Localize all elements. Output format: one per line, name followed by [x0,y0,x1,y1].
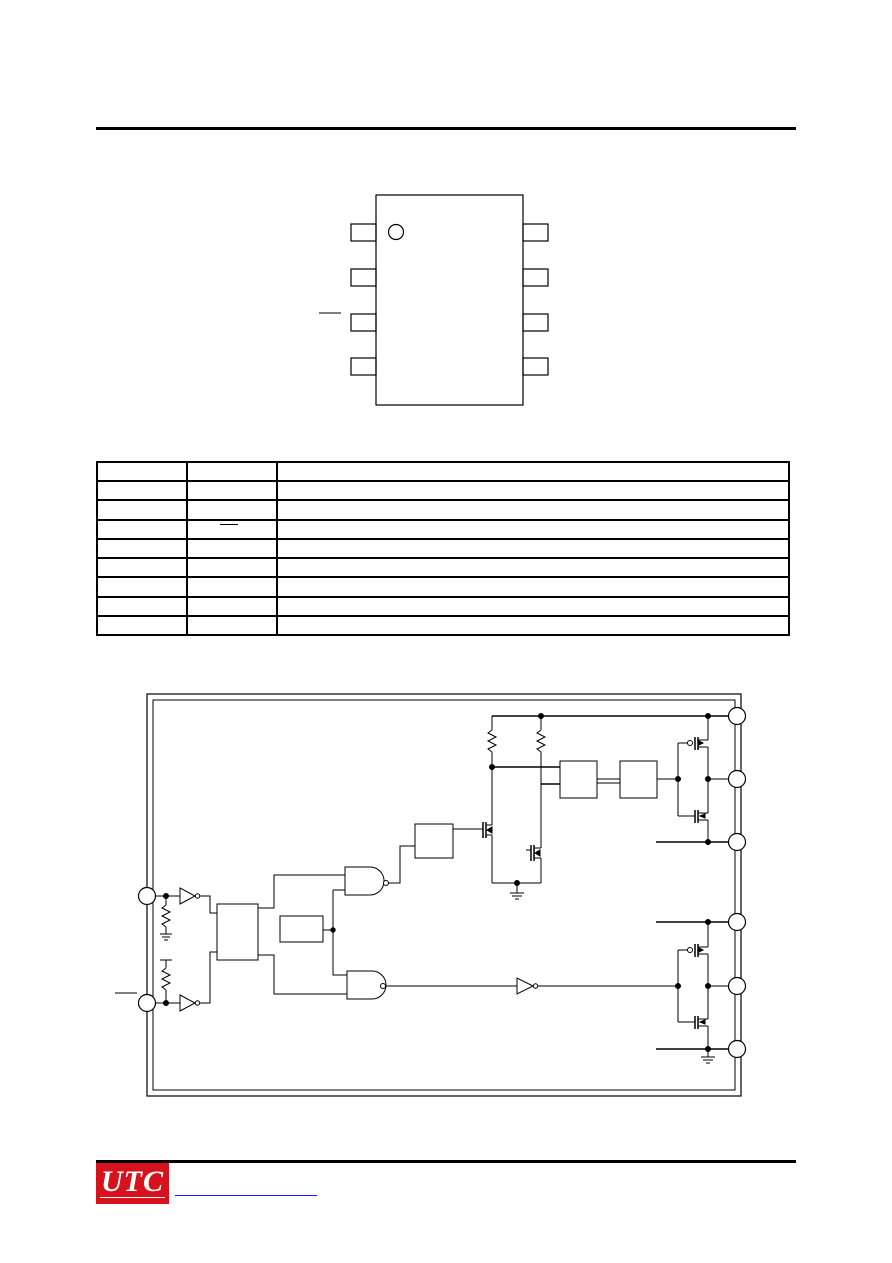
pin-no-cell [96,499,188,521]
table-row [96,460,790,483]
pin-desc-cell [276,614,790,637]
table-row [96,537,790,560]
table-row [96,614,790,637]
input-pin-bottom [137,993,157,1013]
output-inverter [516,977,535,995]
output-pin-1 [727,706,747,726]
nand-gate-top [344,866,385,896]
pin-desc-cell [276,557,790,579]
schmitt-buffer-top [179,887,197,905]
footer-rule [96,1160,796,1163]
level-shift-block [414,823,454,859]
diagram-frame-outer [146,693,742,1097]
pin-desc-cell [276,576,790,598]
pin-desc-cell [276,595,790,617]
pin-desc-cell [276,537,790,560]
pin-6 [522,313,549,332]
pullup-resistor [160,967,172,991]
pin-name-cell [186,614,278,637]
utc-logo: UTC [96,1163,169,1204]
pin-no-cell [96,480,188,502]
header-rule [96,127,796,130]
pin-name-cell [186,518,278,540]
driver-block-2 [619,760,658,799]
output-pin-4 [727,912,747,932]
schmitt-buffer-bottom [179,994,197,1012]
table-row [96,576,790,598]
output-pin-3 [727,832,747,852]
input-pin-top [137,886,157,906]
pin-desc-cell [276,518,790,540]
pin-8 [522,223,549,242]
pin1-indicator [387,223,405,241]
block-diagram [115,693,747,1097]
pin-name-cell [186,576,278,598]
pin-desc-cell [276,460,790,483]
pin-no-cell [96,595,188,617]
pin-desc-cell [276,480,790,502]
logo-text: UTC [101,1165,164,1198]
table-row [96,518,790,540]
pin-name-cell [186,557,278,579]
pin-name-overbar [220,523,238,525]
table-row [96,499,790,521]
pin-1 [350,223,377,242]
diagram-frame-inner [152,699,736,1091]
driver-block-1 [559,760,598,799]
logo-underline [100,1197,165,1198]
table-row [96,595,790,617]
pin-name-cell [186,460,278,483]
pin-desc-cell [276,499,790,521]
output-pin-5 [727,976,747,996]
table-row [96,557,790,579]
delay-block [279,915,324,943]
pin-no-cell [96,576,188,598]
pin-no-cell [96,518,188,540]
output-pin-2 [727,769,747,789]
output-pin-6 [727,1039,747,1059]
pin-2 [350,268,377,287]
logic-block [216,903,259,961]
nand-gate-bottom [346,970,387,1000]
pin-description-table [96,460,790,637]
pin-no-cell [96,537,188,560]
pin-name-cell [186,595,278,617]
pin-name-cell [186,480,278,502]
pin-no-cell [96,460,188,483]
pin-name-cell [186,537,278,560]
pin-5 [522,357,549,376]
pin-no-cell [96,614,188,637]
website-link[interactable] [175,1195,317,1196]
pin-no-cell [96,557,188,579]
table-row [96,480,790,502]
ic-package-body [375,194,524,406]
pin-configuration-diagram [319,194,549,406]
pin-name-cell [186,499,278,521]
pin-7 [522,268,549,287]
pulldown-resistor [160,904,172,928]
pin-3 [350,313,377,332]
pin-4 [350,357,377,376]
